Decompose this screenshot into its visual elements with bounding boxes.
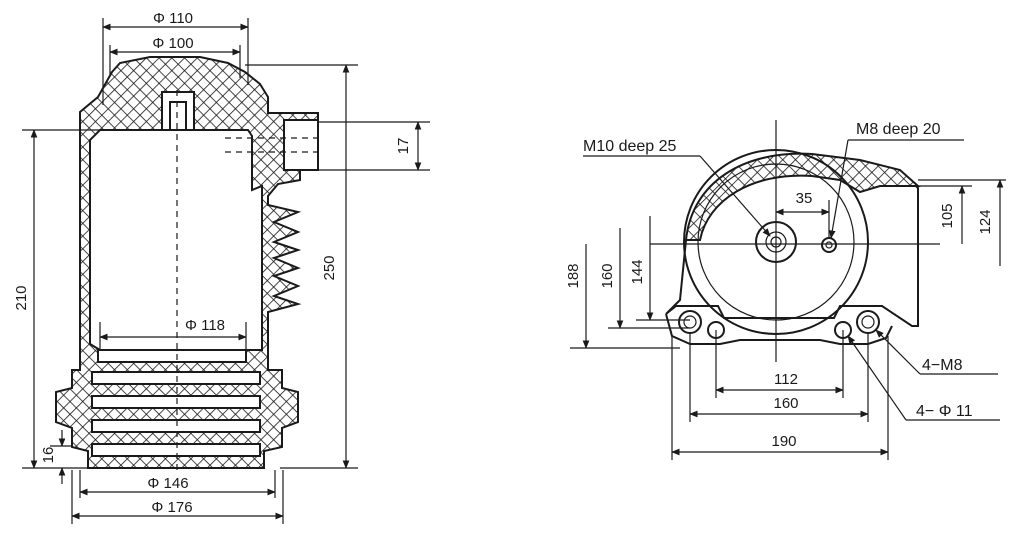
dim-160-horizontal: 160 <box>773 395 798 412</box>
insulator-cavity <box>89 129 263 351</box>
side-terminal <box>283 119 319 171</box>
dim-16: 16 <box>40 447 57 464</box>
dim-160-vertical: 160 <box>599 263 616 288</box>
label-m8: M8 deep 20 <box>856 121 941 138</box>
dim-phi100: Φ 100 <box>152 35 193 52</box>
label-m10: M10 deep 25 <box>583 138 677 155</box>
dim-35: 35 <box>796 190 813 207</box>
dim-17: 17 <box>395 138 412 155</box>
dim-190: 190 <box>771 433 796 450</box>
mount-hole-right-outer <box>856 310 880 334</box>
dim-phi110: Φ 110 <box>153 10 193 27</box>
mount-hole-left-outer <box>678 310 702 334</box>
label-4-phi11: 4− Φ 11 <box>916 403 973 420</box>
top-view: M10 deep 25 M8 deep 20 35 105 124 188 16… <box>565 120 1006 460</box>
m8-hole <box>821 237 837 253</box>
dim-188: 188 <box>565 263 582 288</box>
dim-phi146: Φ 146 <box>147 475 188 492</box>
dim-105: 105 <box>939 203 956 228</box>
dim-144: 144 <box>629 259 646 284</box>
dim-112: 112 <box>774 371 798 388</box>
bottom-lugs <box>665 313 893 345</box>
label-4-m8: 4−M8 <box>922 357 963 374</box>
dim-210: 210 <box>13 285 30 310</box>
dim-250: 250 <box>321 255 338 280</box>
side-view: Φ 110 Φ 100 17 250 210 Φ 118 16 <box>13 10 430 524</box>
dim-phi176: Φ 176 <box>151 499 192 516</box>
dim-phi118: Φ 118 <box>185 317 225 334</box>
dim-124: 124 <box>977 209 994 234</box>
base-rings <box>91 349 261 457</box>
